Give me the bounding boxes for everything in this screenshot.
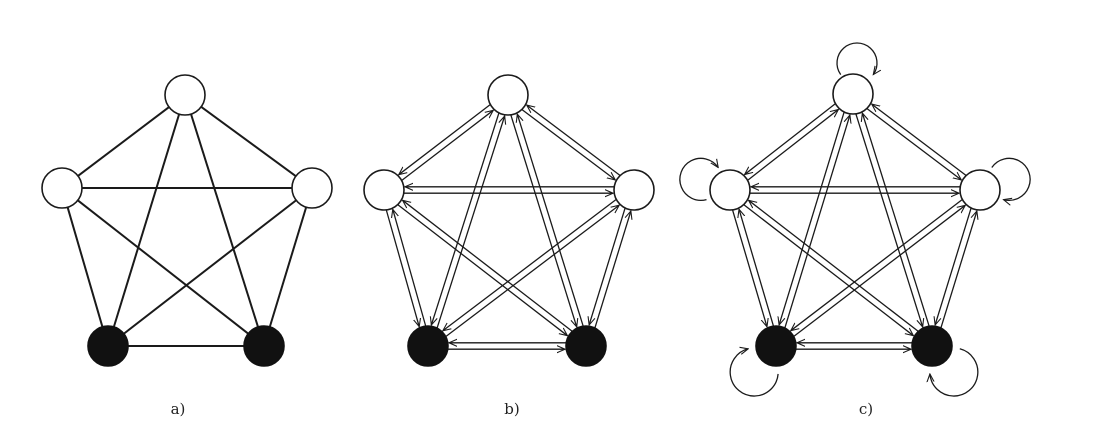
arc-right-to-bottom-left [443, 199, 617, 331]
self-loop-left [679, 157, 718, 201]
panel-c-directed-graph-with-loops: c) [679, 42, 1031, 418]
arc-left-to-bottom-left [731, 209, 767, 327]
panel-a-undirected-graph: a) [41, 74, 333, 418]
arc-right-to-bottom-left [791, 199, 963, 331]
edge-top-bottom-right [190, 113, 259, 328]
node-left-white [363, 169, 405, 211]
node-left-white [41, 167, 83, 209]
arc-bottom-left-to-right [793, 205, 965, 337]
edge-left-bottom-right [77, 199, 249, 335]
node-bottom-left-black [87, 325, 129, 367]
arc-left-to-bottom-right [397, 204, 568, 336]
node-top-white [487, 74, 529, 116]
node-bottom-right-black [243, 325, 285, 367]
node-right-white [959, 169, 1001, 211]
panel-c-self-loops [679, 42, 1031, 397]
panel-b-directed-graph: b) [363, 74, 655, 418]
arc-top-to-left [399, 104, 491, 175]
arc-bottom-left-to-left [739, 209, 775, 327]
panel-a-nodes [41, 74, 333, 367]
arc-bottom-left-to-top [784, 115, 850, 328]
arc-bottom-left-to-left [393, 209, 427, 327]
arc-right-to-bottom-right [935, 207, 972, 325]
arc-left-to-top [401, 110, 493, 181]
self-loop-bottom-right [930, 348, 979, 397]
arc-bottom-right-to-left [749, 200, 919, 332]
arc-bottom-right-to-top [517, 114, 584, 327]
node-bottom-right-black [565, 325, 607, 367]
arc-top-to-bottom-right [855, 113, 923, 327]
self-loop-bottom-left [729, 349, 779, 397]
panel-a-caption: a) [171, 400, 186, 418]
panel-c-nodes [709, 73, 1001, 367]
arc-left-to-bottom-right [743, 204, 914, 336]
node-bottom-left-black [755, 325, 797, 367]
arc-top-to-left [745, 103, 836, 175]
edge-top-bottom-left [112, 113, 181, 328]
arc-right-to-bottom-right [589, 207, 626, 325]
node-top-white [832, 73, 874, 115]
edge-right-bottom-left [123, 199, 297, 335]
panel-b-edges [385, 104, 631, 350]
node-left-white [709, 169, 751, 211]
arc-left-to-top [747, 109, 839, 181]
arc-bottom-left-to-right [445, 205, 619, 337]
arc-top-to-bottom-right [510, 114, 577, 327]
arc-bottom-right-to-right [594, 211, 631, 329]
arc-bottom-left-to-top [436, 116, 505, 329]
arc-top-to-bottom-left [779, 112, 845, 325]
node-top-white [164, 74, 206, 116]
arc-right-to-top [872, 104, 967, 176]
edge-right-bottom-right [268, 206, 308, 328]
panel-b-nodes [363, 74, 655, 367]
node-bottom-left-black [407, 325, 449, 367]
panel-c-edges [731, 103, 977, 349]
arc-bottom-right-to-top [862, 113, 930, 327]
edge-top-right [200, 106, 297, 177]
node-right-white [291, 167, 333, 209]
node-bottom-right-black [911, 325, 953, 367]
panel-c-caption: c) [859, 400, 873, 418]
arc-top-to-right [521, 109, 615, 180]
arc-right-to-top [527, 105, 621, 176]
arc-bottom-right-to-right [940, 211, 977, 329]
node-right-white [613, 169, 655, 211]
arc-left-to-bottom-left [385, 209, 419, 327]
panel-a-edges [66, 106, 308, 347]
arc-top-to-bottom-left [431, 112, 500, 325]
edge-top-left [77, 106, 170, 177]
arc-top-to-right [866, 108, 961, 180]
edge-left-bottom-left [66, 206, 104, 328]
self-loop-right [991, 157, 1031, 200]
self-loop-top [836, 42, 877, 75]
panel-b-caption: b) [504, 400, 519, 418]
arc-bottom-right-to-left [403, 200, 573, 332]
